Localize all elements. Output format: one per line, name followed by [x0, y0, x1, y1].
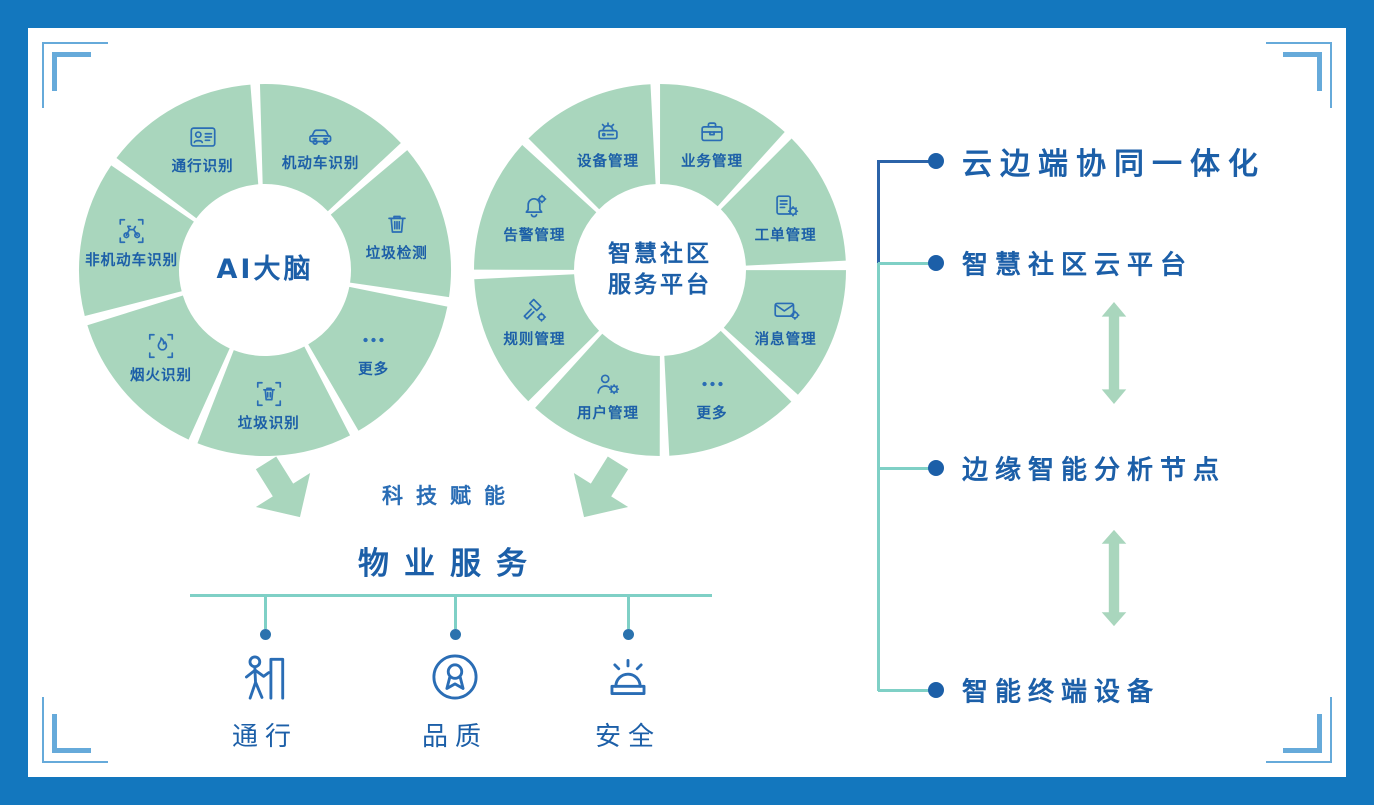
right-connector-stub	[878, 160, 929, 163]
quality-medal-icon	[432, 654, 478, 700]
service-item-2: 安全	[595, 650, 661, 753]
platform-center-label: 智慧社区服务平台	[608, 240, 712, 298]
service-item-1: 品质	[422, 650, 488, 753]
right-item-label: 智能终端设备	[962, 677, 1161, 708]
platform-ring	[473, 84, 846, 457]
right-bullet	[928, 255, 944, 271]
right-item-label: 云边端协同一体化	[962, 147, 1266, 182]
down-arrow-right	[573, 456, 629, 518]
service-label: 安全	[594, 722, 662, 752]
sync-arrow-edge-device	[1101, 529, 1127, 627]
safety-siren-icon	[610, 659, 646, 695]
service-label: 品质	[421, 722, 489, 752]
services-connector-line	[190, 594, 712, 597]
right-bullet	[928, 460, 944, 476]
service-drop-line	[627, 596, 630, 629]
right-connector-line-blue	[877, 160, 880, 264]
service-item-0: 通行	[232, 650, 298, 753]
ai-brain-ring	[79, 84, 451, 456]
ai-brain-center-label: AI大脑	[216, 253, 314, 285]
right-bullet	[928, 682, 944, 698]
right-connector-stub	[878, 262, 929, 265]
empower-label: 科技赋能	[382, 484, 518, 508]
right-bullet	[928, 153, 944, 169]
service-drop-line	[264, 596, 267, 629]
service-label: 通行	[231, 722, 299, 752]
service-drop-line	[454, 596, 457, 629]
service-dot	[449, 629, 461, 640]
sync-arrow-cloud-edge	[1101, 301, 1127, 405]
right-connector-stub	[878, 467, 929, 470]
right-item-label: 边缘智能分析节点	[962, 455, 1227, 486]
right-item-label: 智慧社区云平台	[962, 250, 1194, 281]
right-connector-line-teal	[877, 263, 880, 691]
right-connector-stub	[878, 689, 929, 692]
service-dot	[622, 629, 634, 640]
service-dot	[259, 629, 271, 640]
down-arrow-left	[255, 456, 311, 518]
donut-platform: 智慧社区服务平台设备管理业务管理工单管理消息管理更多用户管理规则管理告警管理	[472, 82, 848, 458]
donut-ai-brain: AI大脑通行识别机动车识别垃圾检测更多垃圾识别烟火识别非机动车识别	[77, 82, 453, 458]
access-door-icon	[244, 655, 285, 700]
property-service-title: 物业服务	[358, 546, 542, 582]
